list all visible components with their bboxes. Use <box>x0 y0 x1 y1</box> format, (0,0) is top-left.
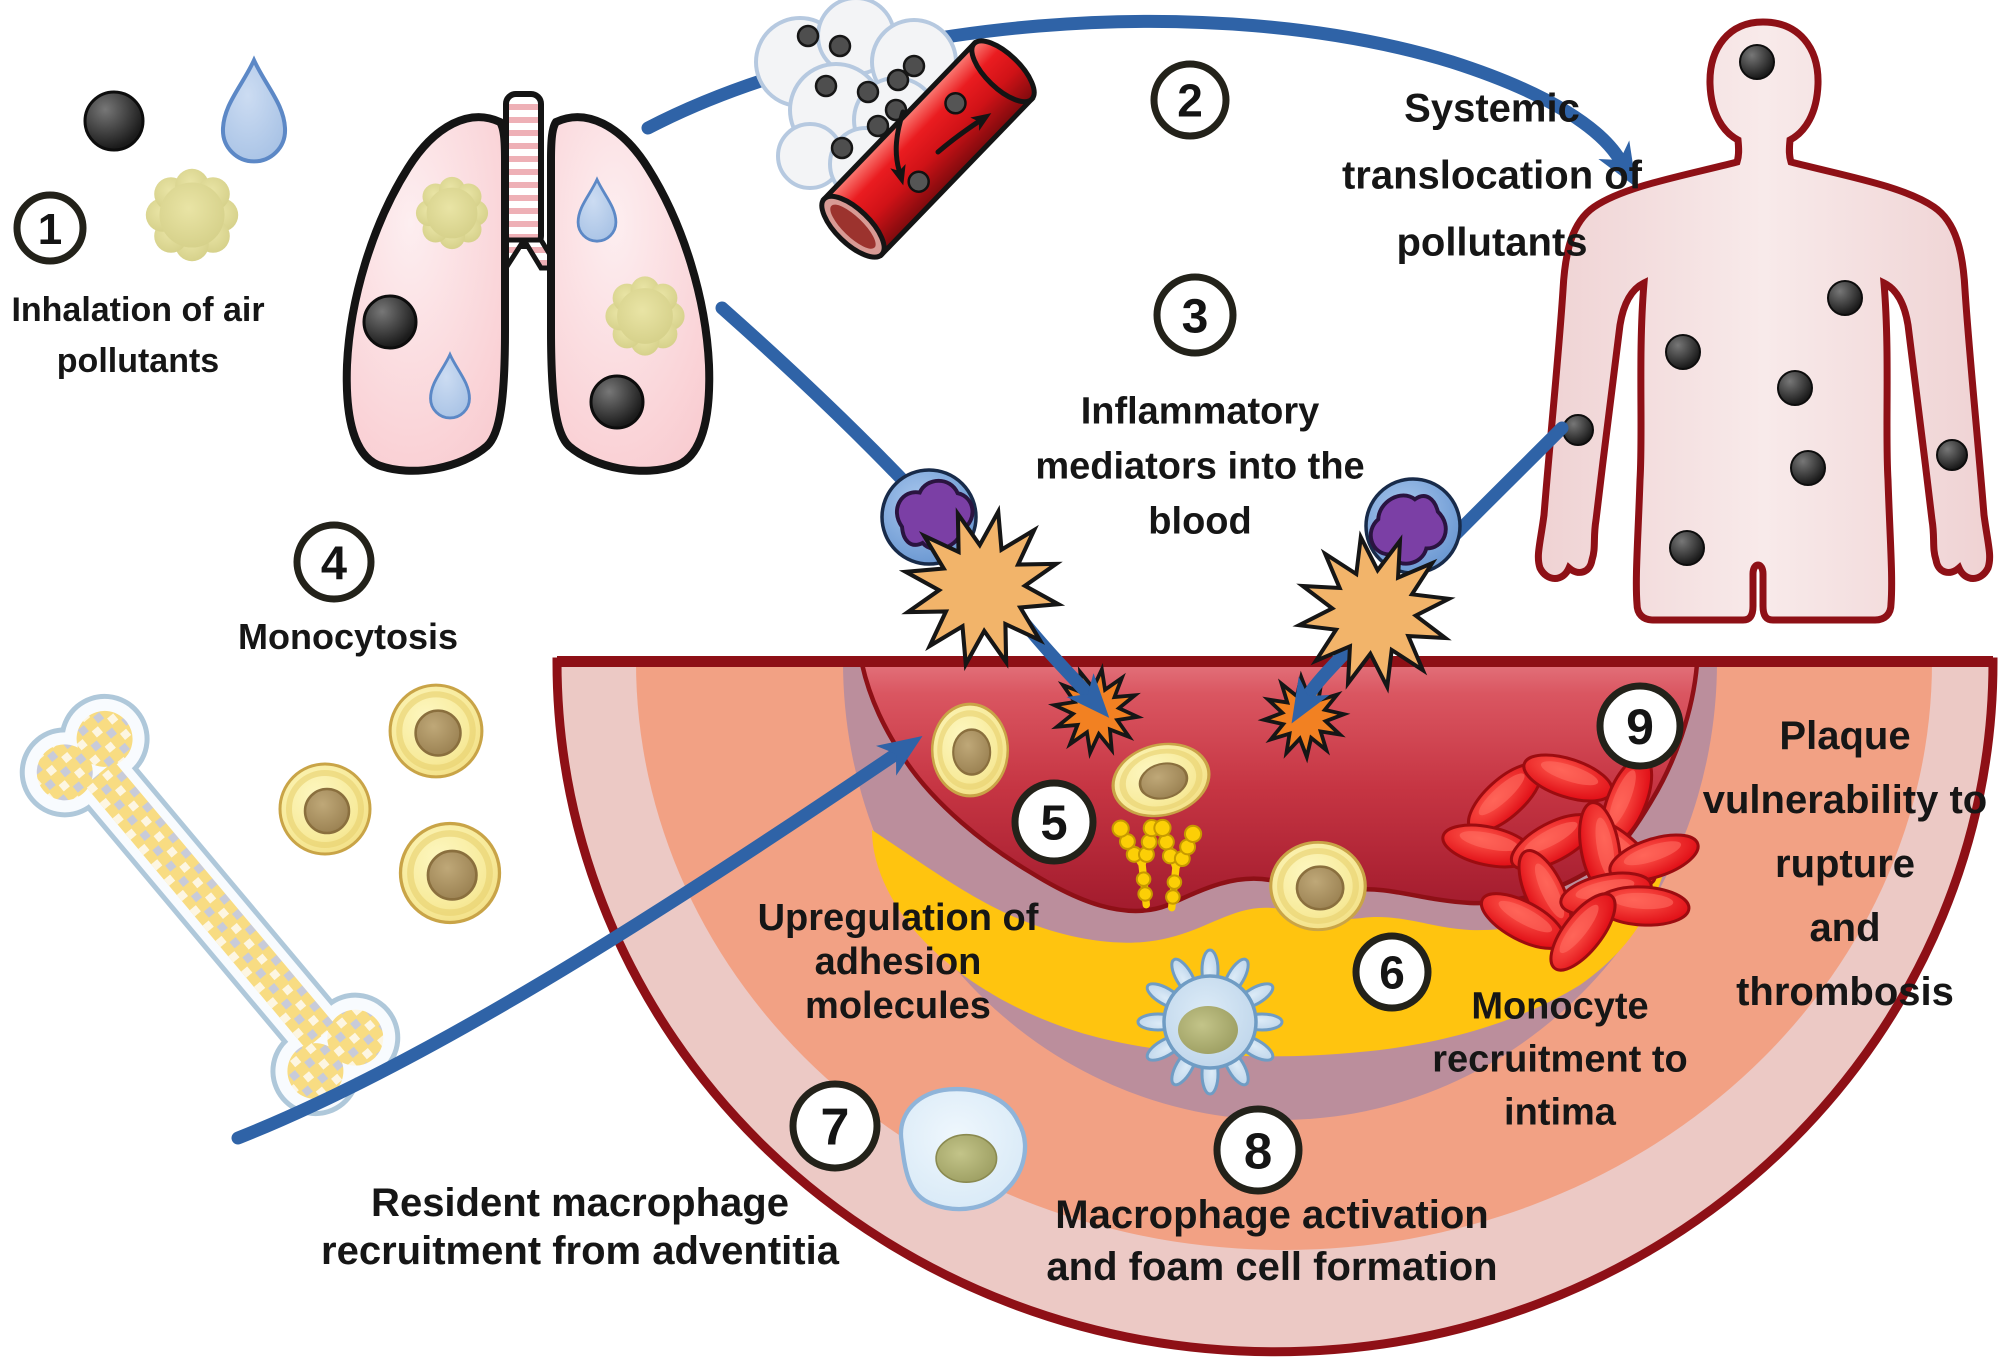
step-9-label: Plaque vulnerability to rupture and thro… <box>1703 704 1988 1024</box>
pollutant-cloud-icon <box>415 176 489 250</box>
pollutant-cloud-icon <box>145 168 239 262</box>
translocation-mini-arrow <box>935 113 992 155</box>
pollutant-particle-icon <box>83 90 145 152</box>
svg-text:5: 5 <box>1040 797 1067 851</box>
label-line: adhesion <box>814 941 982 983</box>
label-line: translocation of <box>1341 153 1643 198</box>
monocyte-icon <box>1271 842 1366 929</box>
svg-text:6: 6 <box>1379 947 1405 999</box>
lipid-plaque <box>872 830 1672 1057</box>
svg-text:9: 9 <box>1626 699 1654 755</box>
step-8-badge: 8 <box>1213 1105 1303 1195</box>
monocyte-icon <box>401 824 500 923</box>
translocation-mini-arrow <box>890 109 906 186</box>
lungs-icon <box>342 113 714 475</box>
label-line: recruitment to <box>1432 1038 1688 1081</box>
label-line: rupture <box>1775 842 1915 886</box>
svg-text:8: 8 <box>1244 1122 1272 1179</box>
human-body-icon <box>1534 18 1994 624</box>
label-line: mediators into the <box>1035 445 1365 488</box>
svg-text:2: 2 <box>1177 75 1203 127</box>
label-line: recruitment from adventitia <box>321 1229 839 1273</box>
label-line: Monocyte <box>1471 985 1649 1028</box>
pollutant-cloud-icon <box>605 276 685 356</box>
bone-marrow <box>36 710 384 1100</box>
svg-text:3: 3 <box>1182 290 1209 343</box>
monocytosis-arrow <box>231 736 923 1145</box>
label-line: blood <box>1148 500 1252 543</box>
pollutant-particle-icon <box>589 374 645 430</box>
immune-cell-icon <box>880 468 983 566</box>
label-line: Macrophage activation <box>1055 1193 1489 1237</box>
label-line: vulnerability to <box>1702 778 1988 822</box>
step-7-label: Resident macrophage recruitment from adv… <box>321 1179 839 1275</box>
step-8-label: Macrophage activation and foam cell form… <box>1046 1189 1497 1293</box>
step-4-label: Monocytosis <box>238 615 458 659</box>
macrophage-icon <box>1136 948 1284 1096</box>
monocyte-icon <box>932 704 1008 796</box>
resident-macrophage-icon <box>898 1086 1028 1212</box>
label-line: and foam cell formation <box>1046 1245 1498 1289</box>
label-line: Resident macrophage <box>371 1181 789 1225</box>
monocyte-icon <box>390 685 482 777</box>
step-3-label: Inflammatory mediators into the blood <box>1035 385 1364 550</box>
step-5-badge: 5 <box>1011 779 1097 865</box>
label-line: Inflammatory <box>1080 390 1320 433</box>
label-line: Systemic <box>1404 86 1580 131</box>
step-7-badge: 7 <box>789 1080 881 1172</box>
step-2-badge: 2 <box>1150 60 1230 140</box>
svg-text:7: 7 <box>821 1099 850 1157</box>
label-line: pollutants <box>56 342 220 380</box>
endothelium-line <box>557 656 1993 667</box>
label-line: pollutants <box>1396 220 1588 265</box>
step-2-label: Systemic translocation of pollutants <box>1342 76 1642 277</box>
body-pollutant-dots <box>1562 44 1968 566</box>
step-3-badge: 3 <box>1153 273 1237 357</box>
label-line: Upregulation of <box>757 897 1039 939</box>
label-line: and <box>1809 906 1881 950</box>
label-line: Plaque <box>1779 714 1911 758</box>
step-9-badge: 9 <box>1596 682 1684 770</box>
step-1-badge: 1 <box>13 191 87 265</box>
pollutant-droplet-icon <box>223 60 285 161</box>
label-line: intima <box>1504 1091 1616 1134</box>
step-6-badge: 6 <box>1352 932 1432 1012</box>
svg-text:1: 1 <box>38 205 62 254</box>
label-line: molecules <box>805 985 991 1027</box>
pollutant-particle-icon <box>362 294 418 350</box>
step-5-label: Upregulation of adhesion molecules <box>758 896 1039 1028</box>
label-line: Inhalation of air <box>11 291 265 329</box>
monocyte-icon <box>280 764 370 854</box>
step-1-label: Inhalation of air pollutants <box>11 285 264 387</box>
step-4-badge: 4 <box>293 521 375 603</box>
step-6-label: Monocyte recruitment to intima <box>1432 981 1687 1140</box>
bone-icon <box>19 693 401 1117</box>
label-line: Monocytosis <box>237 616 459 657</box>
svg-text:4: 4 <box>321 536 347 589</box>
label-line: thrombosis <box>1736 970 1954 1014</box>
